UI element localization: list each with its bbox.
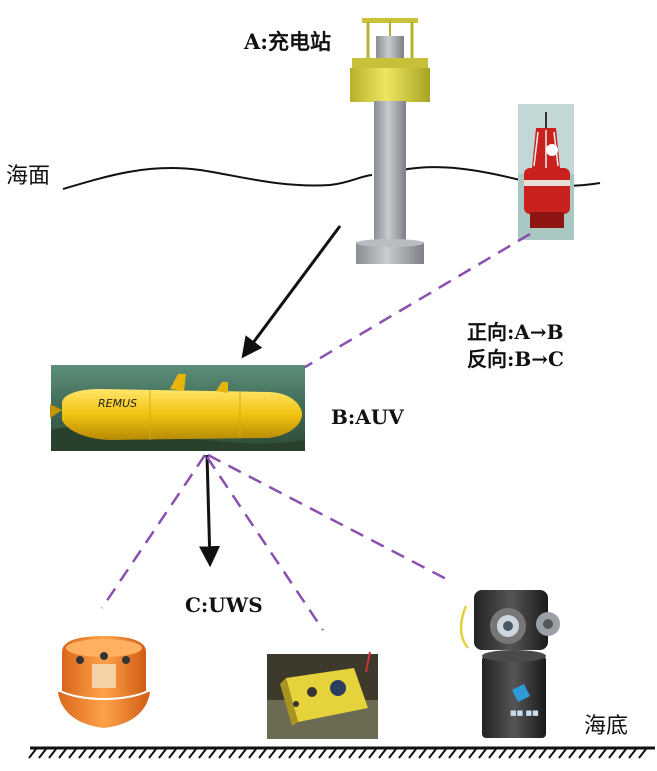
seabed-hatch-mark — [498, 748, 507, 759]
seabed-hatch-mark — [138, 748, 147, 759]
seabed-hatch-mark — [528, 748, 537, 759]
seabed-hatch-mark — [128, 748, 137, 759]
seabed-hatch-mark — [418, 748, 427, 759]
seabed-label: 海底 — [584, 714, 629, 739]
orange-float-image — [52, 633, 156, 733]
underwater-camera-image: ■■ ■■ — [459, 590, 560, 738]
seabed-hatch-mark — [628, 748, 637, 759]
seabed-hatch-mark — [488, 748, 497, 759]
seabed-hatch-mark — [568, 748, 577, 759]
seabed-hatch-mark — [598, 748, 607, 759]
seabed-hatch-mark — [118, 748, 127, 759]
seabed-hatch-mark — [288, 748, 297, 759]
seabed-hatch-mark — [148, 748, 157, 759]
seabed-hatch-mark — [618, 748, 627, 759]
seabed-hatch-mark — [208, 748, 217, 759]
reverse-direction-label: 反向:B→C — [467, 347, 564, 371]
seabed-hatch-mark — [378, 748, 387, 759]
seabed-hatch-mark — [388, 748, 397, 759]
seabed-hatch-mark — [638, 748, 647, 759]
seabed-hatch-mark — [178, 748, 187, 759]
seabed-hatch-mark — [248, 748, 257, 759]
yellow-box-image — [267, 651, 378, 739]
seabed-hatch-mark — [538, 748, 547, 759]
seabed-hatch-mark — [608, 748, 617, 759]
seabed-hatch-mark — [238, 748, 247, 759]
seabed-hatch-mark — [398, 748, 407, 759]
forward-direction-label: 正向:A→B — [467, 320, 564, 344]
seabed-hatch-mark — [168, 748, 177, 759]
uws-label: C:UWS — [185, 593, 263, 617]
seabed-hatch-mark — [188, 748, 197, 759]
seabed-ground — [28, 746, 655, 759]
seabed-hatch-mark — [348, 748, 357, 759]
svg-text:REMUS: REMUS — [98, 397, 137, 410]
auv-label: B:AUV — [331, 405, 404, 429]
seabed-hatch-mark — [308, 748, 317, 759]
station-label: A:充电站 — [244, 29, 332, 54]
seabed-hatch-mark — [548, 748, 557, 759]
seabed-hatch-mark — [198, 748, 207, 759]
seabed-hatch-mark — [68, 748, 77, 759]
seabed-hatch-mark — [448, 748, 457, 759]
seabed-hatch-mark — [358, 748, 367, 759]
seabed-hatch-mark — [108, 748, 117, 759]
seabed-hatch-mark — [88, 748, 97, 759]
seabed-hatch-mark — [428, 748, 437, 759]
seabed-hatch-mark — [318, 748, 327, 759]
dashed-links-auv-uws — [100, 453, 453, 631]
buoy-image — [518, 104, 574, 240]
seabed-hatch-mark — [258, 748, 267, 759]
seabed-hatch-mark — [468, 748, 477, 759]
seabed-hatch-mark — [508, 748, 517, 759]
seabed-hatch-mark — [438, 748, 447, 759]
sea-surface-label: 海面 — [6, 164, 51, 189]
seabed-hatch-mark — [78, 748, 87, 759]
seabed-hatch-mark — [28, 748, 37, 759]
seabed-hatch-mark — [98, 748, 107, 759]
charging-station-icon — [350, 18, 430, 264]
seabed-hatch-mark — [278, 748, 287, 759]
seabed-hatch-mark — [268, 748, 277, 759]
seabed-hatch-mark — [58, 748, 67, 759]
seabed-hatch-mark — [558, 748, 567, 759]
seabed-hatch-mark — [298, 748, 307, 759]
seabed-hatch-mark — [518, 748, 527, 759]
svg-text:■■ ■■: ■■ ■■ — [510, 709, 539, 717]
seabed-hatch-mark — [48, 748, 57, 759]
seabed-hatch-mark — [338, 748, 347, 759]
seabed-hatch-mark — [588, 748, 597, 759]
seabed-hatch-mark — [408, 748, 417, 759]
auv-image: REMUS — [50, 365, 305, 451]
seabed-hatch-mark — [478, 748, 487, 759]
sea-surface-line — [62, 167, 373, 190]
seabed-hatch-mark — [38, 748, 47, 759]
seabed-hatch-mark — [228, 748, 237, 759]
seabed-hatch-mark — [458, 748, 467, 759]
seabed-hatch-mark — [218, 748, 227, 759]
seabed-hatch-mark — [158, 748, 167, 759]
seabed-hatch-mark — [328, 748, 337, 759]
arrow-auv-to-uws — [199, 454, 221, 568]
seabed-hatch-mark — [578, 748, 587, 759]
arrow-station-to-auv — [241, 225, 342, 359]
seabed-hatch-mark — [368, 748, 377, 759]
